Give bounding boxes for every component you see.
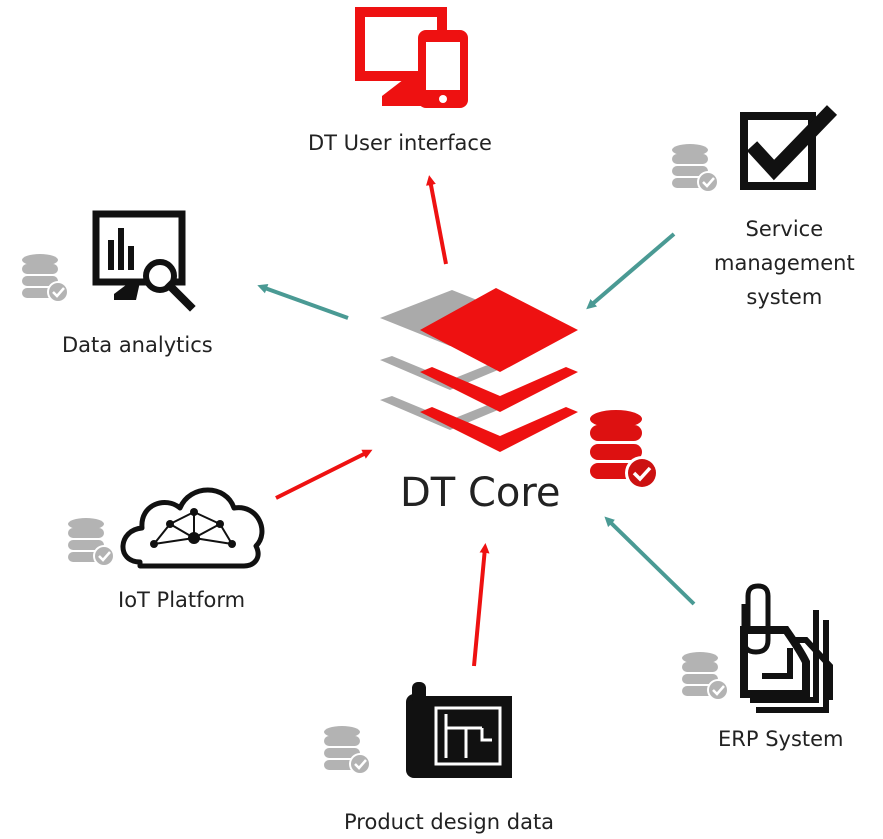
core-label: DT Core bbox=[400, 470, 561, 516]
arrow-iot-to-core bbox=[275, 449, 373, 500]
service-label: Service management system bbox=[714, 212, 855, 314]
iot-database-icon bbox=[66, 516, 117, 569]
checkbox-icon bbox=[740, 105, 838, 190]
analytics-database-icon bbox=[20, 252, 71, 305]
design-label: Product design data bbox=[344, 810, 555, 834]
cloud-network-icon bbox=[120, 487, 265, 569]
arrow-design-to-core bbox=[472, 543, 490, 667]
iot-label: IoT Platform bbox=[118, 588, 246, 612]
design-database-icon bbox=[322, 724, 373, 777]
ui-label: DT User interface bbox=[308, 131, 492, 155]
service-label-line3: system bbox=[746, 285, 823, 309]
arrow-core-to-analytics bbox=[257, 283, 349, 320]
arrow-service-to-core bbox=[586, 232, 676, 310]
service-label-line1: Service bbox=[745, 217, 824, 241]
blueprint-icon bbox=[406, 682, 512, 778]
core-layers-icon bbox=[380, 288, 578, 452]
core-database-icon bbox=[590, 410, 659, 490]
analytics-icon bbox=[92, 210, 196, 312]
documents-clip-icon bbox=[740, 583, 833, 713]
service-database-icon bbox=[670, 142, 721, 195]
erp-database-icon bbox=[680, 650, 731, 703]
monitor-phone-icon bbox=[355, 7, 468, 108]
arrow-core-to-ui bbox=[426, 175, 448, 265]
arrow-erp-to-core bbox=[604, 516, 696, 606]
erp-label: ERP System bbox=[718, 727, 844, 751]
service-label-line2: management bbox=[714, 251, 855, 275]
analytics-label: Data analytics bbox=[62, 333, 213, 357]
